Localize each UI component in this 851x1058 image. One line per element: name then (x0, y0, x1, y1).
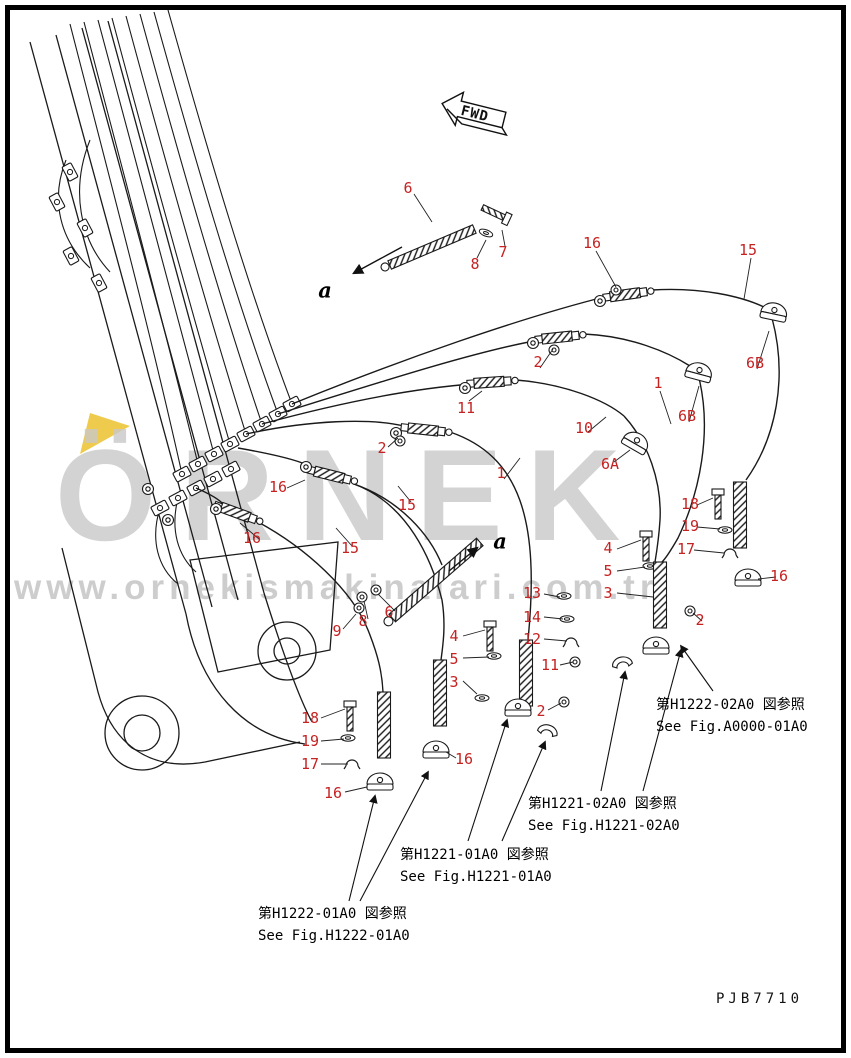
drawing-number: PJB7710 (716, 991, 804, 1007)
tube-elbow-fittings (48, 162, 108, 293)
fastener-clusters (340, 481, 762, 791)
section-rods (353, 201, 513, 627)
boom-structure (29, 20, 339, 771)
view-arrows (352, 246, 479, 572)
hoses (195, 288, 780, 693)
reference-arrows (348, 644, 714, 902)
fwd-arrow (441, 91, 508, 137)
leader-lines (239, 193, 777, 793)
hydraulic-tubes (57, 9, 293, 585)
